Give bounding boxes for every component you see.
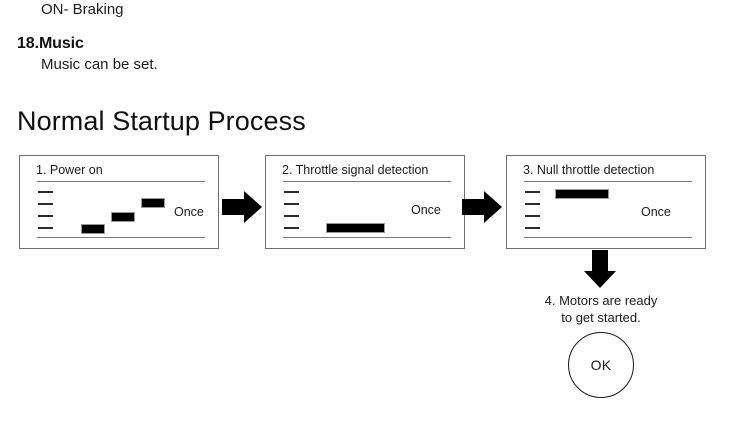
step-3-top-rule bbox=[524, 181, 692, 182]
step-4-caption-line-2: to get started. bbox=[561, 310, 641, 325]
step-3-scale-tick-2 bbox=[525, 203, 540, 205]
step-1-scale-tick-3 bbox=[38, 215, 53, 217]
ok-status-badge: OK bbox=[568, 332, 634, 398]
step-3-scale-tick-4 bbox=[525, 227, 540, 229]
step-2-title: 2. Throttle signal detection bbox=[282, 163, 429, 177]
step-2-scale-tick-4 bbox=[284, 227, 299, 229]
arrow-step2-to-step3-icon bbox=[462, 190, 502, 224]
step-2-scale-tick-3 bbox=[284, 215, 299, 217]
step-3-once-label: Once bbox=[641, 205, 671, 219]
arrow-step3-to-final-icon bbox=[583, 250, 617, 288]
section-heading-music: 18.Music bbox=[17, 35, 84, 52]
arrow-step1-to-step2-icon bbox=[222, 190, 262, 224]
page-title: Normal Startup Process bbox=[17, 106, 306, 136]
step-3-signal-bar-high bbox=[555, 189, 609, 199]
step-3-bottom-rule bbox=[524, 237, 692, 238]
section-body-music: Music can be set. bbox=[41, 56, 158, 73]
step-1-signal-block-mid bbox=[111, 212, 135, 222]
step-2-scale-tick-1 bbox=[284, 191, 299, 193]
step-2-once-label: Once bbox=[411, 203, 441, 217]
step-1-top-rule bbox=[37, 181, 205, 182]
list-item-on-braking: ON- Braking bbox=[41, 1, 124, 18]
flow-step-1-power-on: 1. Power on Once bbox=[19, 155, 219, 249]
step-4-caption-line-1: 4. Motors are ready bbox=[544, 293, 658, 308]
step-1-signal-block-low bbox=[81, 224, 105, 234]
step-1-bottom-rule bbox=[37, 237, 205, 238]
step-1-scale-tick-4 bbox=[38, 227, 53, 229]
step-1-signal-block-high bbox=[141, 198, 165, 208]
flow-step-4-caption: 4. Motors are ready to get started. bbox=[500, 292, 702, 326]
step-2-bottom-rule bbox=[283, 237, 451, 238]
flow-step-2-throttle-signal-detection: 2. Throttle signal detection Once bbox=[265, 155, 465, 249]
step-1-once-label: Once bbox=[174, 205, 204, 219]
step-1-scale-tick-2 bbox=[38, 203, 53, 205]
ok-badge-label: OK bbox=[590, 357, 612, 373]
step-2-top-rule bbox=[283, 181, 451, 182]
step-3-title: 3. Null throttle detection bbox=[523, 163, 655, 177]
step-1-scale-tick-1 bbox=[38, 191, 53, 193]
step-2-signal-bar-low bbox=[326, 223, 385, 233]
step-2-scale-tick-2 bbox=[284, 203, 299, 205]
flow-step-3-null-throttle-detection: 3. Null throttle detection Once bbox=[506, 155, 706, 249]
step-3-scale-tick-3 bbox=[525, 215, 540, 217]
step-3-scale-tick-1 bbox=[525, 191, 540, 193]
step-1-title: 1. Power on bbox=[36, 163, 103, 177]
